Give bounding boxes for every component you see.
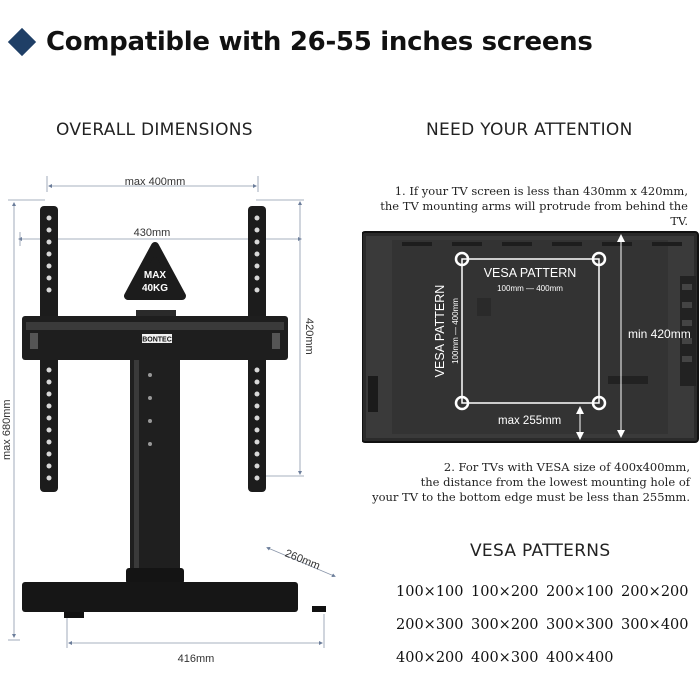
dim-base-depth: 260mm bbox=[266, 546, 336, 578]
vesa-pattern-item: 200×200 bbox=[621, 584, 689, 600]
note-2-line-3: your TV to the bottom edge must be less … bbox=[372, 490, 690, 504]
vesa-pattern-item: 400×200 bbox=[396, 650, 464, 666]
glass-base bbox=[22, 582, 326, 618]
diamond-bullet-icon bbox=[7, 27, 37, 57]
vesa-pattern-item: 100×200 bbox=[471, 584, 539, 600]
attention-title: NEED YOUR ATTENTION bbox=[426, 120, 633, 140]
note-2-line-2: the distance from the lowest mounting ho… bbox=[420, 475, 690, 489]
headline: Compatible with 26-55 inches screens bbox=[6, 22, 593, 62]
note-1: 1. If your TV screen is less than 430mm … bbox=[368, 184, 688, 229]
dim-arm-height-label: 420mm bbox=[303, 318, 315, 355]
dim-top-width: max 400mm bbox=[46, 176, 259, 192]
vesa-range-vertical: 100mm ― 400mm bbox=[451, 298, 460, 364]
badge-weight-text: 40KG bbox=[142, 283, 168, 294]
dim-total-height: max 680mm bbox=[1, 199, 45, 641]
dim-top-width-label: max 400mm bbox=[125, 176, 186, 188]
vesa-pattern-square: VESA PATTERN 100mm ― 400mm VESA PATTERN … bbox=[433, 251, 607, 411]
note-2: 2. For TVs with VESA size of 400x400mm, … bbox=[368, 460, 690, 505]
mounting-bracket: BONTEC bbox=[22, 310, 288, 360]
vesa-patterns-grid: 100×100 100×200 200×100 200×200 200×300 … bbox=[396, 584, 696, 666]
vesa-pattern-item: 300×400 bbox=[621, 617, 689, 633]
dim-min-height: min 420mm bbox=[617, 234, 691, 438]
vesa-pattern-item: 100×100 bbox=[396, 584, 464, 600]
dim-arm-width-label: 430mm bbox=[134, 227, 171, 239]
vesa-pattern-item: 400×400 bbox=[546, 650, 614, 666]
dim-base-width-label: 416mm bbox=[178, 653, 215, 665]
dim-min-height-label: min 420mm bbox=[628, 327, 691, 341]
dim-base-width: 416mm bbox=[66, 614, 325, 665]
tv-stand-diagram: max 400mm 430mm 420mm max 680mm bbox=[1, 176, 336, 665]
vesa-pattern-item: 300×300 bbox=[546, 617, 614, 633]
dim-max-distance-label: max 255mm bbox=[498, 415, 561, 427]
dim-max-distance: max 255mm bbox=[498, 406, 584, 440]
tv-back-diagram: VESA PATTERN 100mm ― 400mm VESA PATTERN … bbox=[362, 231, 699, 443]
stand-pole bbox=[126, 360, 184, 584]
dim-arm-height: 420mm bbox=[256, 199, 315, 477]
overall-dimensions-title: OVERALL DIMENSIONS bbox=[56, 120, 253, 140]
brand-label: BONTEC bbox=[142, 337, 172, 344]
max-weight-badge: MAX 40KG bbox=[124, 242, 186, 300]
vesa-label-vertical: VESA PATTERN bbox=[433, 285, 447, 378]
note-1-line-1: 1. If your TV screen is less than 430mm … bbox=[394, 184, 688, 198]
vesa-range-horizontal: 100mm ― 400mm bbox=[497, 284, 563, 293]
vesa-pattern-item: 200×100 bbox=[546, 584, 614, 600]
vesa-patterns-title: VESA PATTERNS bbox=[470, 541, 611, 561]
vesa-pattern-item: 200×300 bbox=[396, 617, 464, 633]
vesa-label-horizontal: VESA PATTERN bbox=[484, 266, 577, 280]
vesa-pattern-item: 300×200 bbox=[471, 617, 539, 633]
dim-base-depth-label: 260mm bbox=[283, 548, 322, 573]
note-1-line-2: the TV mounting arms will protrude from … bbox=[380, 199, 688, 228]
note-2-line-1: 2. For TVs with VESA size of 400x400mm, bbox=[443, 460, 690, 474]
vesa-pattern-item: 400×300 bbox=[471, 650, 539, 666]
headline-text: Compatible with 26-55 inches screens bbox=[46, 27, 593, 57]
badge-max-text: MAX bbox=[144, 270, 167, 281]
dim-total-height-label: max 680mm bbox=[1, 399, 13, 460]
